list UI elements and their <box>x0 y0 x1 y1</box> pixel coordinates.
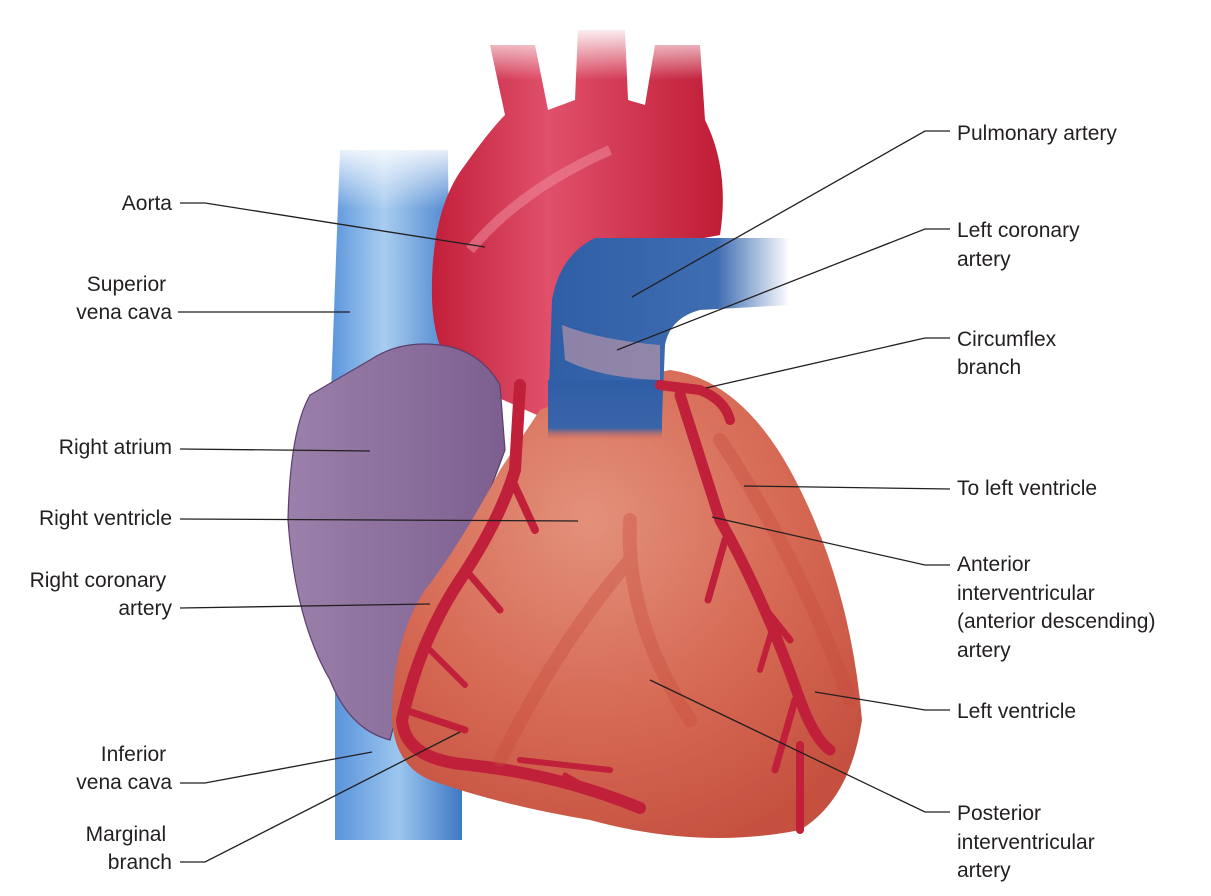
aorta-vessel <box>431 25 723 420</box>
label-anterior-interventricular-artery: Anterior interventricular (anterior desc… <box>957 553 1161 662</box>
label-right-coronary-artery: Right coronary artery <box>30 569 173 620</box>
leader-marginal-branch <box>180 731 461 863</box>
leader-to-left-ventricle <box>743 485 951 490</box>
label-marginal-branch: Marginal branch <box>86 823 172 874</box>
leader-lines <box>178 130 951 863</box>
leader-left-ventricle <box>814 691 950 711</box>
label-to-left-ventricle: To left ventricle <box>957 477 1097 500</box>
label-right-ventricle: Right ventricle <box>39 507 172 530</box>
label-inferior-vena-cava: Inferior vena cava <box>76 743 172 794</box>
leader-circumflex-branch <box>705 337 950 389</box>
leader-inferior-vena-cava <box>180 751 373 784</box>
leader-right-ventricle <box>179 518 579 522</box>
label-pulmonary-artery: Pulmonary artery <box>957 122 1117 145</box>
label-right-atrium: Right atrium <box>59 436 172 459</box>
leader-anterior-interventricular <box>711 516 950 566</box>
leader-posterior-interventricular <box>649 679 950 813</box>
label-aorta: Aorta <box>122 192 173 215</box>
leader-right-atrium <box>179 448 371 452</box>
leader-aorta <box>180 202 486 248</box>
label-superior-vena-cava: Superior vena cava <box>76 273 172 324</box>
label-circumflex-branch: Circumflex branch <box>957 328 1062 379</box>
coronary-arteries <box>395 379 836 834</box>
label-posterior-interventricular-artery: Posterior interventricular artery <box>957 802 1101 882</box>
leader-right-coronary-artery <box>179 603 431 609</box>
label-left-coronary-artery: Left coronary artery <box>957 219 1085 271</box>
leader-left-coronary-artery <box>616 228 950 351</box>
leader-pulmonary-artery <box>631 130 950 298</box>
label-left-ventricle: Left ventricle <box>957 700 1076 723</box>
